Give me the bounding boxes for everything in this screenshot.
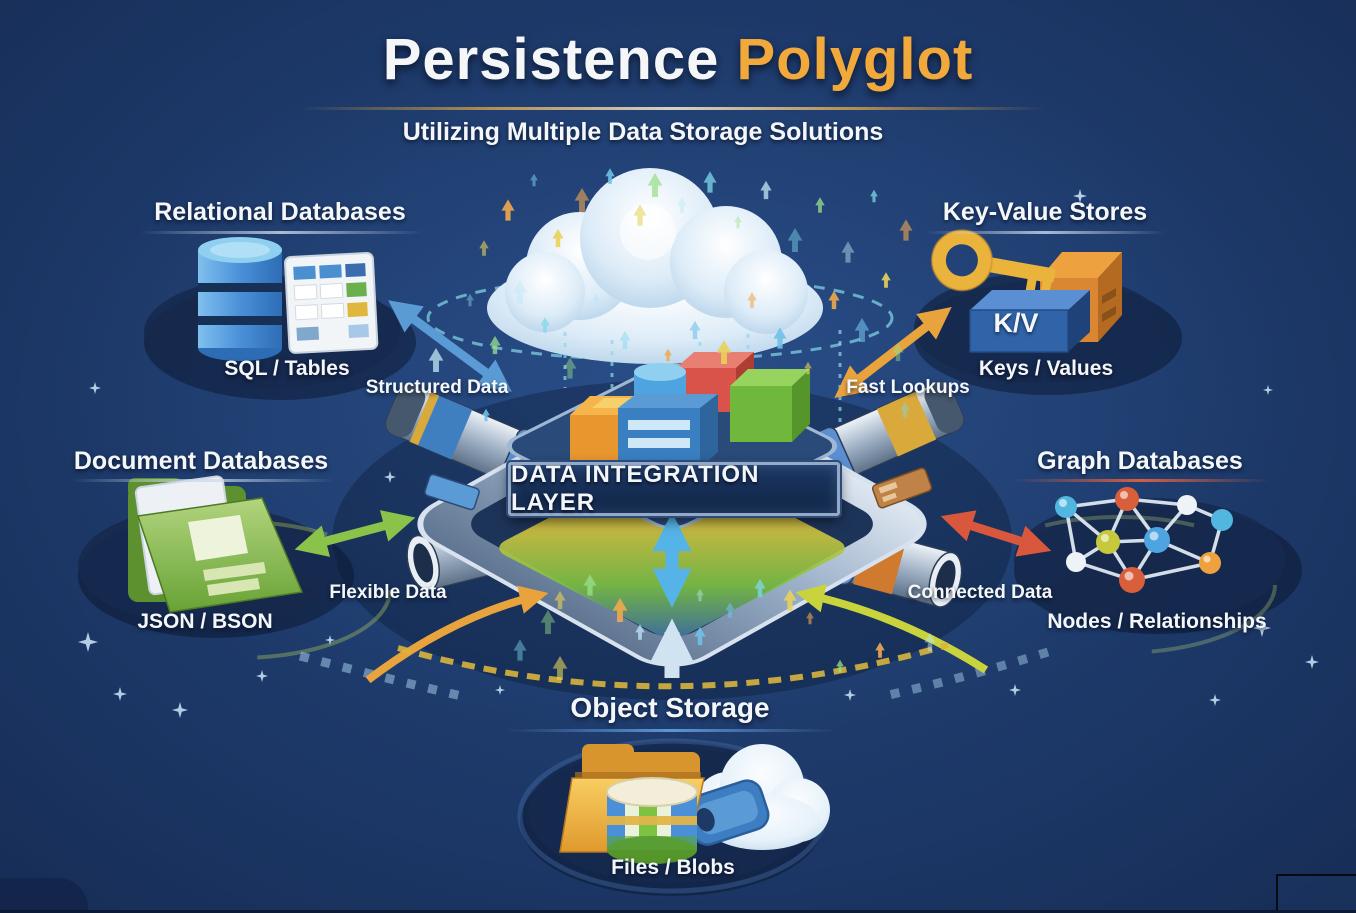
object-dashed-arc (397, 642, 949, 690)
object-left-curve-arrow (365, 585, 549, 684)
title-divider (300, 107, 1046, 110)
relational-underline (140, 231, 422, 234)
object-underline (506, 729, 836, 732)
graph-underline (1012, 479, 1270, 482)
dotted-trail-left (298, 651, 472, 703)
object-right-curve-arrow (795, 584, 989, 674)
corner-frame (1276, 874, 1356, 910)
object-blob-icon (685, 779, 770, 846)
keyvalue-caption: Keys / Values (978, 357, 1114, 380)
kv-box-icon (969, 290, 1090, 353)
object-cylinder-icon (606, 777, 698, 864)
relational-caption: SQL / Tables (224, 357, 350, 380)
document-underline (72, 479, 334, 482)
table-icon (284, 252, 379, 354)
cloud-icon (487, 168, 823, 364)
connected-data-label: Connected Data (907, 582, 1053, 603)
green-cube-icon (730, 369, 810, 442)
document-folder-icon (128, 475, 304, 613)
connected-data-arrow (940, 510, 1052, 557)
graph-network-icon (1055, 487, 1233, 593)
keyvalue-underline (925, 231, 1165, 234)
blue-building-icon (618, 394, 718, 468)
page-subtitle: Utilizing Multiple Data Storage Solution… (402, 118, 884, 146)
document-caption: JSON / BSON (137, 610, 273, 633)
title-accent: Polyglot (736, 27, 974, 92)
document-title: Document Databases (73, 447, 329, 475)
data-integration-banner: DATA INTEGRATION LAYER (506, 460, 842, 518)
connector-arrows (294, 300, 1052, 690)
structured-data-label: Structured Data (365, 377, 509, 398)
title-white: Persistence (382, 27, 737, 92)
structured-data-arrow (388, 300, 512, 392)
fast-lookups-label: Fast Lookups (846, 377, 970, 398)
page-title: Persistence Polyglot (0, 26, 1356, 93)
graph-caption: Nodes / Relationships (1047, 610, 1267, 633)
graph-title: Graph Databases (1037, 447, 1243, 475)
object-title: Object Storage (570, 692, 770, 723)
data-blocks (570, 352, 810, 468)
corner-shade (0, 878, 88, 910)
flexible-data-label: Flexible Data (329, 582, 447, 603)
keyvalue-title: Key-Value Stores (942, 198, 1148, 226)
relational-db-icon (198, 237, 282, 361)
relational-title: Relational Databases (154, 198, 406, 226)
kv-box-label: K/V (993, 308, 1039, 338)
object-storage-icons (559, 744, 830, 864)
flexible-data-arrow (294, 510, 416, 557)
object-caption: Files / Blobs (611, 856, 735, 879)
